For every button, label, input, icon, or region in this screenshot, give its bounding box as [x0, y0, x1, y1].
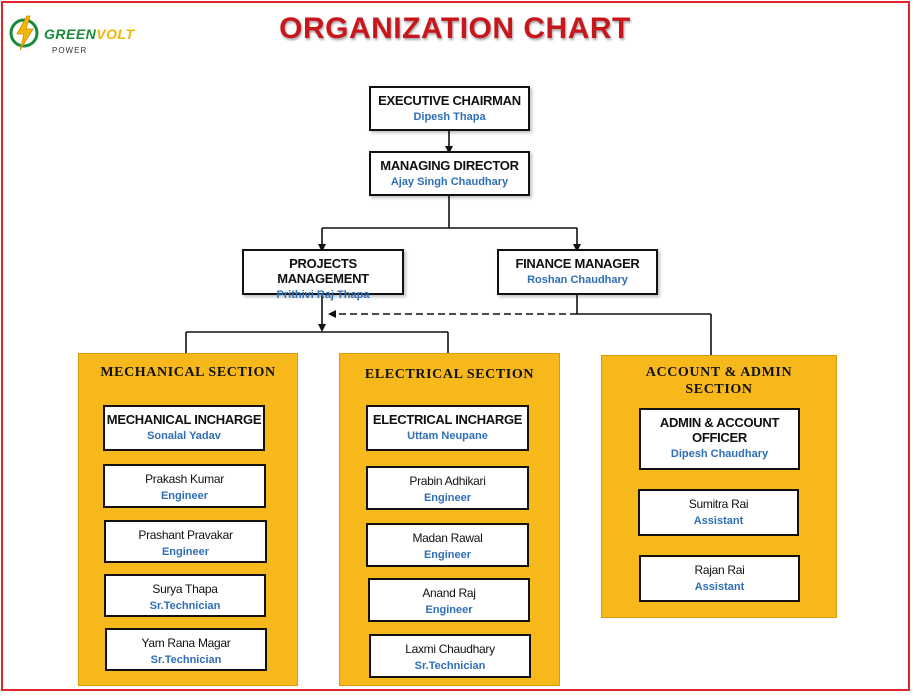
company-logo: GREENVOLT POWER	[8, 12, 148, 55]
logo-subtitle: POWER	[52, 46, 88, 55]
staff-role: Engineer	[425, 604, 473, 616]
person-name: Sonalal Yadav	[147, 430, 221, 442]
role-title: EXECUTIVE CHAIRMAN	[378, 93, 521, 108]
person-name: Prabin Adhikari	[409, 474, 486, 488]
person-name: Madan Rawal	[412, 531, 483, 545]
projects-management-box: PROJECTS MANAGEMENT Prithivi Raj Thapa	[242, 249, 404, 301]
role-title: PROJECTS MANAGEMENT	[277, 256, 369, 286]
staff-box: Madan Rawal Engineer	[366, 523, 529, 567]
role-title: FINANCE MANAGER	[515, 256, 640, 271]
section-title: MECHANICAL SECTION	[100, 365, 276, 380]
person-name: Laxmi Chaudhary	[405, 642, 495, 656]
person-name: Dipesh Thapa	[413, 111, 486, 123]
logo-wordmark: GREENVOLT	[44, 26, 135, 42]
executive-chairman-box: EXECUTIVE CHAIRMAN Dipesh Thapa	[369, 86, 530, 131]
staff-role: Engineer	[423, 492, 472, 504]
person-name: Surya Thapa	[152, 582, 218, 596]
section-title-line1: ACCOUNT & ADMIN	[645, 365, 793, 380]
section-title-line2: SECTION	[685, 382, 753, 397]
section-title: ACCOUNT & ADMIN SECTION	[602, 364, 836, 398]
person-name: Sumitra Rai	[688, 497, 749, 511]
staff-box: Rajan Rai Assistant	[639, 555, 800, 602]
role-title-line1: ADMIN & ACCOUNT	[659, 415, 780, 430]
person-name: Anand Raj	[422, 586, 476, 600]
role-title: ADMIN & ACCOUNT OFFICER	[641, 415, 798, 445]
person-name: Ajay Singh Chaudhary	[390, 176, 509, 188]
mechanical-incharge-box: MECHANICAL INCHARGE Sonalal Yadav	[103, 405, 265, 451]
staff-role: Sr.Technician	[150, 654, 222, 666]
staff-role: Engineer	[161, 546, 210, 558]
person-name: Rajan Rai	[694, 563, 745, 577]
staff-role: Engineer	[423, 549, 472, 561]
person-name: Prakash Kumar	[145, 472, 224, 486]
finance-manager-box: FINANCE MANAGER Roshan Chaudhary	[497, 249, 658, 295]
person-name: Prashant Pravakar	[138, 528, 233, 542]
staff-box: Surya Thapa Sr.Technician	[104, 574, 266, 617]
staff-role: Engineer	[160, 490, 209, 502]
staff-role: Assistant	[694, 581, 745, 593]
staff-box: Laxmi Chaudhary Sr.Technician	[369, 634, 531, 678]
person-name: Uttam Neupane	[407, 430, 488, 442]
person-name: Prithivi Raj Thapa	[276, 289, 370, 301]
staff-role: Sr.Technician	[149, 600, 221, 612]
managing-director-box: MANAGING DIRECTOR Ajay Singh Chaudhary	[369, 151, 530, 196]
staff-box: Sumitra Rai Assistant	[638, 489, 799, 536]
staff-box: Prabin Adhikari Engineer	[366, 466, 529, 510]
person-name: Yam Rana Magar	[141, 636, 231, 650]
role-title: MECHANICAL INCHARGE	[106, 412, 262, 427]
lightning-leaf-icon	[9, 15, 39, 51]
staff-role: Assistant	[693, 515, 744, 527]
page-title: ORGANIZATION CHART	[279, 12, 631, 45]
role-title: MANAGING DIRECTOR	[380, 158, 519, 173]
role-title: ELECTRICAL INCHARGE	[372, 412, 523, 427]
staff-box: Prashant Pravakar Engineer	[104, 520, 267, 563]
admin-account-officer-box: ADMIN & ACCOUNT OFFICER Dipesh Chaudhary	[639, 408, 800, 470]
staff-box: Yam Rana Magar Sr.Technician	[105, 628, 267, 671]
staff-box: Prakash Kumar Engineer	[103, 464, 266, 508]
person-name: Dipesh Chaudhary	[670, 448, 769, 460]
role-title-line2: OFFICER	[692, 430, 747, 445]
person-name: Roshan Chaudhary	[527, 274, 628, 286]
staff-role: Sr.Technician	[414, 660, 486, 672]
electrical-incharge-box: ELECTRICAL INCHARGE Uttam Neupane	[366, 405, 529, 451]
staff-box: Anand Raj Engineer	[368, 578, 530, 622]
section-title: ELECTRICAL SECTION	[364, 367, 535, 382]
